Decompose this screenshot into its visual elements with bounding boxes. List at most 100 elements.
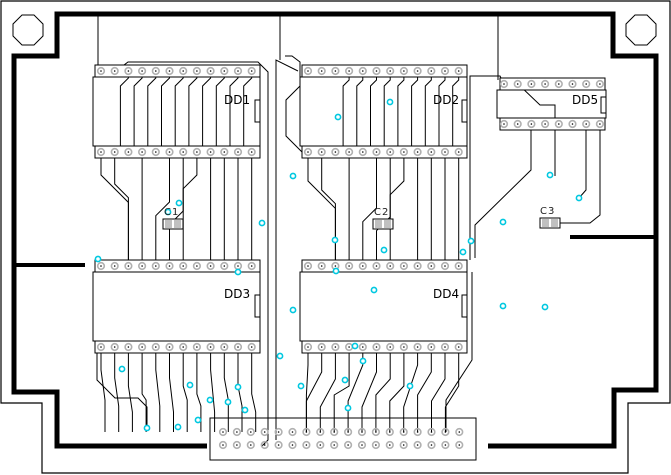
trace bbox=[100, 347, 106, 432]
pad bbox=[427, 440, 436, 450]
pad bbox=[179, 261, 188, 271]
pad-hole bbox=[319, 431, 322, 433]
chip-body bbox=[299, 76, 468, 147]
pad bbox=[124, 261, 133, 271]
pad-hole bbox=[458, 444, 461, 446]
pad-hole bbox=[222, 444, 224, 446]
via bbox=[359, 357, 367, 365]
pad-hole bbox=[223, 70, 226, 72]
pad bbox=[357, 440, 367, 450]
pad-hole bbox=[100, 265, 102, 267]
pad-hole bbox=[457, 151, 460, 153]
via bbox=[370, 286, 378, 294]
pad bbox=[386, 147, 395, 157]
pad-hole bbox=[291, 444, 294, 446]
cap-label-c3: C3 bbox=[540, 206, 555, 217]
pad-hole bbox=[516, 83, 519, 85]
pad bbox=[413, 147, 422, 157]
trace bbox=[285, 55, 303, 153]
pad bbox=[440, 261, 450, 271]
pad-hole bbox=[141, 346, 143, 348]
pad bbox=[192, 147, 201, 157]
pad bbox=[151, 66, 160, 76]
pad-hole bbox=[389, 444, 391, 446]
pad-hole bbox=[403, 265, 405, 267]
via bbox=[297, 382, 305, 390]
pad bbox=[441, 440, 450, 450]
trace bbox=[119, 71, 129, 147]
pad-hole bbox=[250, 70, 253, 72]
via bbox=[334, 113, 342, 121]
pad bbox=[455, 427, 464, 437]
trace bbox=[229, 71, 239, 147]
trace bbox=[188, 71, 198, 147]
pad bbox=[233, 342, 243, 352]
pad-hole bbox=[348, 346, 350, 348]
pad bbox=[179, 66, 188, 76]
trace bbox=[362, 152, 377, 266]
pad bbox=[110, 66, 119, 76]
chip-dd4 bbox=[299, 259, 468, 354]
trace bbox=[438, 71, 446, 147]
trace bbox=[96, 347, 148, 428]
pad-hole bbox=[100, 346, 102, 348]
pad bbox=[220, 342, 229, 352]
pad bbox=[554, 119, 563, 129]
chip-label-dd3: DD3 bbox=[224, 287, 250, 301]
pad bbox=[513, 79, 522, 89]
pad-hole bbox=[237, 265, 239, 267]
pad bbox=[316, 427, 325, 437]
pad-hole bbox=[307, 346, 309, 348]
pad bbox=[165, 261, 174, 271]
pad bbox=[303, 261, 313, 271]
pad bbox=[527, 119, 536, 129]
pad-hole bbox=[237, 346, 239, 348]
pad-hole bbox=[530, 83, 533, 85]
trace bbox=[161, 71, 170, 147]
pad bbox=[427, 427, 436, 437]
pad-hole bbox=[585, 123, 587, 125]
pad-hole bbox=[168, 70, 171, 72]
connector-body bbox=[209, 417, 477, 461]
pad-hole bbox=[277, 444, 280, 446]
pad-hole bbox=[141, 265, 143, 267]
pad-hole bbox=[113, 151, 116, 153]
pad bbox=[454, 261, 463, 271]
trace bbox=[383, 71, 391, 147]
pad-hole bbox=[457, 346, 460, 348]
pad-hole bbox=[558, 83, 560, 85]
pad bbox=[427, 66, 436, 76]
pad bbox=[124, 342, 133, 352]
pad-hole bbox=[263, 444, 266, 446]
pad bbox=[206, 261, 215, 271]
pad bbox=[454, 342, 463, 352]
pad-hole bbox=[305, 444, 308, 446]
pad bbox=[218, 440, 228, 450]
pad bbox=[371, 440, 381, 450]
pad bbox=[413, 261, 422, 271]
via bbox=[194, 416, 202, 424]
pad-hole bbox=[362, 346, 364, 348]
pad bbox=[124, 147, 133, 157]
trace bbox=[182, 152, 198, 266]
pad bbox=[110, 342, 119, 352]
via bbox=[541, 303, 549, 311]
pad-hole bbox=[319, 444, 322, 446]
pad bbox=[427, 342, 436, 352]
pad bbox=[513, 119, 522, 129]
via bbox=[467, 237, 475, 245]
pad-hole bbox=[127, 346, 130, 348]
pad-hole bbox=[416, 70, 419, 72]
trace bbox=[389, 347, 405, 432]
chip-dd2 bbox=[299, 64, 468, 159]
pad bbox=[179, 342, 188, 352]
pad-hole bbox=[334, 265, 337, 267]
pad bbox=[165, 66, 174, 76]
pad bbox=[582, 119, 591, 129]
pad bbox=[358, 147, 367, 157]
pad bbox=[399, 147, 409, 157]
pad-hole bbox=[458, 431, 461, 433]
pad bbox=[232, 427, 241, 437]
pad bbox=[372, 342, 381, 352]
pad bbox=[138, 147, 147, 157]
